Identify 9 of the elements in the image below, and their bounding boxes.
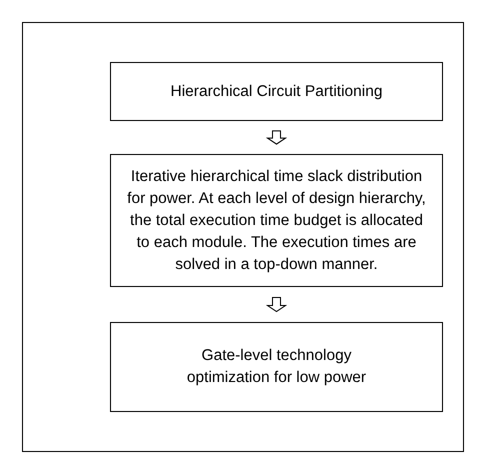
hollow-arrow [266,130,288,145]
box-text: Hierarchical Circuit Partitioning [170,82,384,102]
process-box [110,154,443,287]
hollow-arrow [266,297,288,312]
box-text: Gate-level technology optimization for low power [186,346,368,388]
outer-frame [22,22,464,452]
box-text: Iterative hierarchical time slack distribution for power. At each level of design hierarchy, the total execution time budget is allocated to each module. The execution times are solved in a top-down manner. [126,166,427,274]
process-box [110,62,443,121]
process-box [110,322,443,412]
